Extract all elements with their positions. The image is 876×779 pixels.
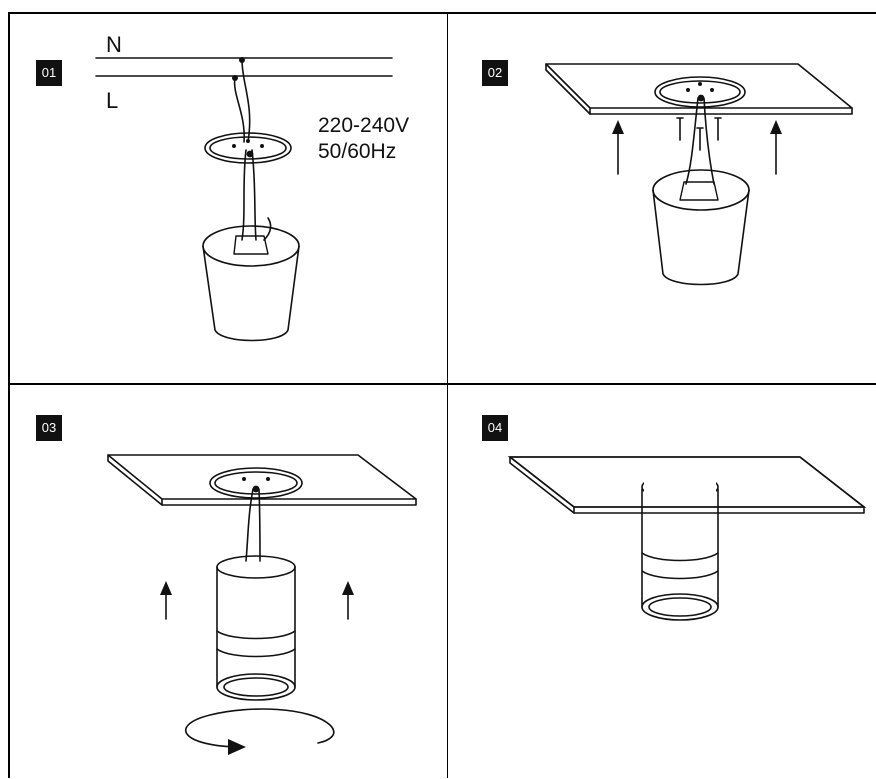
step-02-illustration xyxy=(545,63,853,286)
voltage-label: 220-240V xyxy=(318,114,410,137)
step-02-panel: 02 xyxy=(448,12,876,384)
ceiling-panel xyxy=(107,454,417,500)
step-01-illustration xyxy=(95,57,393,342)
step-04-panel: 04 xyxy=(448,384,876,778)
step-number-badge: 03 xyxy=(36,415,62,441)
step-03-panel: 03 xyxy=(8,384,448,778)
frequency-label: 50/60Hz xyxy=(318,140,397,163)
live-label: L xyxy=(106,88,119,113)
step-number-badge: 01 xyxy=(36,60,62,86)
step-01-panel: 01 N L 220-240V 50/60Hz xyxy=(8,12,448,384)
ceiling-panel xyxy=(545,63,853,109)
step-04-illustration xyxy=(507,456,867,621)
step-03-illustration xyxy=(107,454,417,755)
step-number-badge: 02 xyxy=(482,60,508,86)
step-number-badge: 04 xyxy=(482,415,508,441)
neutral-label: N xyxy=(106,32,122,57)
rotate-arrow xyxy=(185,708,335,748)
